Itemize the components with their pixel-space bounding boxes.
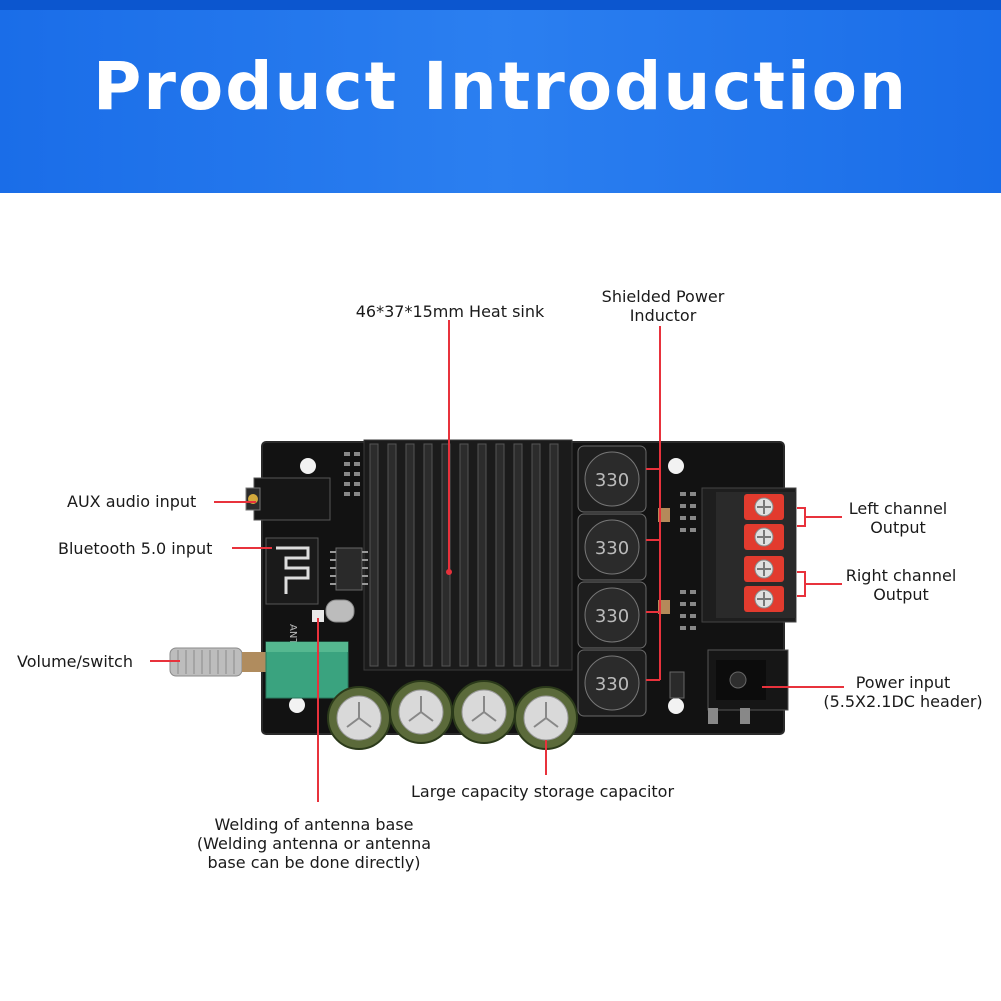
callout-right-bracket xyxy=(797,571,806,597)
label-antenna-line1: Welding of antenna base xyxy=(214,815,414,834)
terminal-screw xyxy=(744,494,784,520)
banner-top-strip xyxy=(0,0,1001,10)
label-volume: Volume/switch xyxy=(17,652,133,671)
label-power-line2: (5.5X2.1DC header) xyxy=(823,692,983,711)
terminal-screw xyxy=(744,524,784,550)
mounting-hole xyxy=(289,697,305,713)
inductor: 330 xyxy=(577,445,647,513)
title-banner: Product Introduction xyxy=(0,0,1001,193)
label-left-line2: Output xyxy=(870,518,926,537)
label-bluetooth: Bluetooth 5.0 input xyxy=(58,539,213,558)
label-right-line2: Output xyxy=(873,585,929,604)
volume-potentiometer xyxy=(169,641,349,699)
storage-capacitor xyxy=(327,686,391,750)
storage-capacitor xyxy=(514,686,578,750)
inductor-marking: 330 xyxy=(595,606,629,627)
antenna-pad xyxy=(312,610,324,622)
heat-sink xyxy=(363,439,573,671)
banner-title: Product Introduction xyxy=(93,48,908,125)
storage-capacitor xyxy=(389,680,453,744)
label-inductor-line1: Shielded Power xyxy=(601,287,725,306)
antenna-marking: ANT xyxy=(287,624,298,645)
label-left-line1: Left channel xyxy=(848,499,948,518)
label-aux: AUX audio input xyxy=(67,492,197,511)
smd-components xyxy=(344,452,696,630)
bluetooth-module xyxy=(265,537,319,605)
smd-diode xyxy=(669,671,685,699)
inductor: 330 xyxy=(577,513,647,581)
label-right-line1: Right channel xyxy=(845,566,957,585)
dc-power-jack xyxy=(707,649,789,724)
inductor-marking: 330 xyxy=(595,538,629,559)
crystal-oscillator xyxy=(325,599,355,623)
label-inductor-line2: Inductor xyxy=(629,306,697,325)
aux-jack xyxy=(245,477,331,521)
mounting-hole xyxy=(668,698,684,714)
mounting-hole xyxy=(300,458,316,474)
terminal-screw xyxy=(744,586,784,612)
mounting-hole xyxy=(668,458,684,474)
label-power-line1: Power input xyxy=(855,673,951,692)
inductor-marking: 330 xyxy=(595,470,629,491)
inductor: 330 xyxy=(577,649,647,717)
callout-left-bracket xyxy=(797,507,806,527)
label-capacitor: Large capacity storage capacitor xyxy=(411,782,675,801)
inductor: 330 xyxy=(577,581,647,649)
label-antenna-line2: (Welding antenna or antenna xyxy=(196,834,432,853)
label-antenna-line3: base can be done directly) xyxy=(207,853,421,872)
callout-lines xyxy=(150,320,844,802)
storage-capacitor xyxy=(452,680,516,744)
terminal-screw xyxy=(744,556,784,582)
inductor-marking: 330 xyxy=(595,674,629,695)
amplifier-chip xyxy=(330,547,368,591)
label-heatsink: 46*37*15mm Heat sink xyxy=(355,302,545,321)
